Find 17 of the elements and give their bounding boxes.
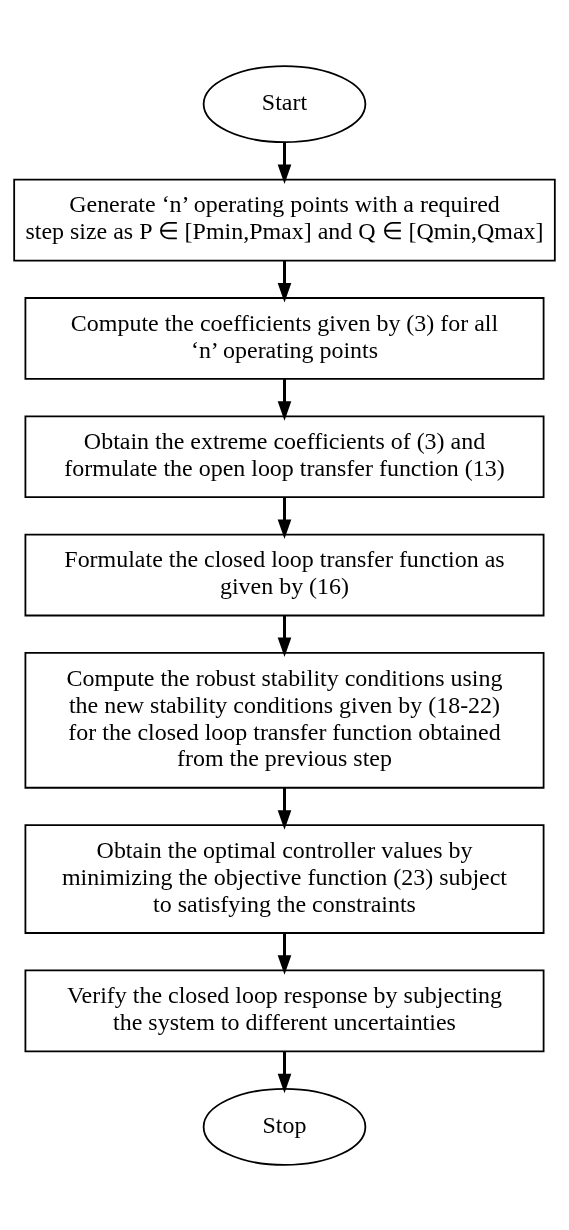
node-box: Compute the coefficients given by (3) for all ‘n’ operating points <box>24 296 545 380</box>
node-box: Compute the robust stability conditions using the new stability conditions given by (18-22) for the closed loop transfer function obtained from the previous step <box>24 651 545 789</box>
arrow <box>277 1051 292 1093</box>
arrow <box>277 615 292 657</box>
node-box: Obtain the extreme coefficients of (3) and formulate the open loop transfer function (13) <box>24 414 545 498</box>
node-box: Verify the closed loop response by subjecting the system to different uncertainties <box>24 969 545 1052</box>
node-box: Obtain the optimal controller values by minimizing the objective function (23) subject to satisfying the constraints <box>24 823 545 934</box>
node-box: Formulate the closed loop transfer function as given by (16) <box>24 533 545 616</box>
arrow <box>277 787 292 830</box>
arrow <box>277 142 292 184</box>
arrow <box>277 933 292 975</box>
arrow <box>277 260 292 302</box>
arrow <box>277 378 292 421</box>
node-ellipse: Stop <box>202 1087 367 1166</box>
node-ellipse: Start <box>202 64 367 143</box>
node-box: Generate ‘n’ operating points with a required step size as P ∈ [Pmin,Pmax] and Q ∈ [Qmin,Qmax] <box>13 178 556 261</box>
arrow <box>277 496 292 539</box>
